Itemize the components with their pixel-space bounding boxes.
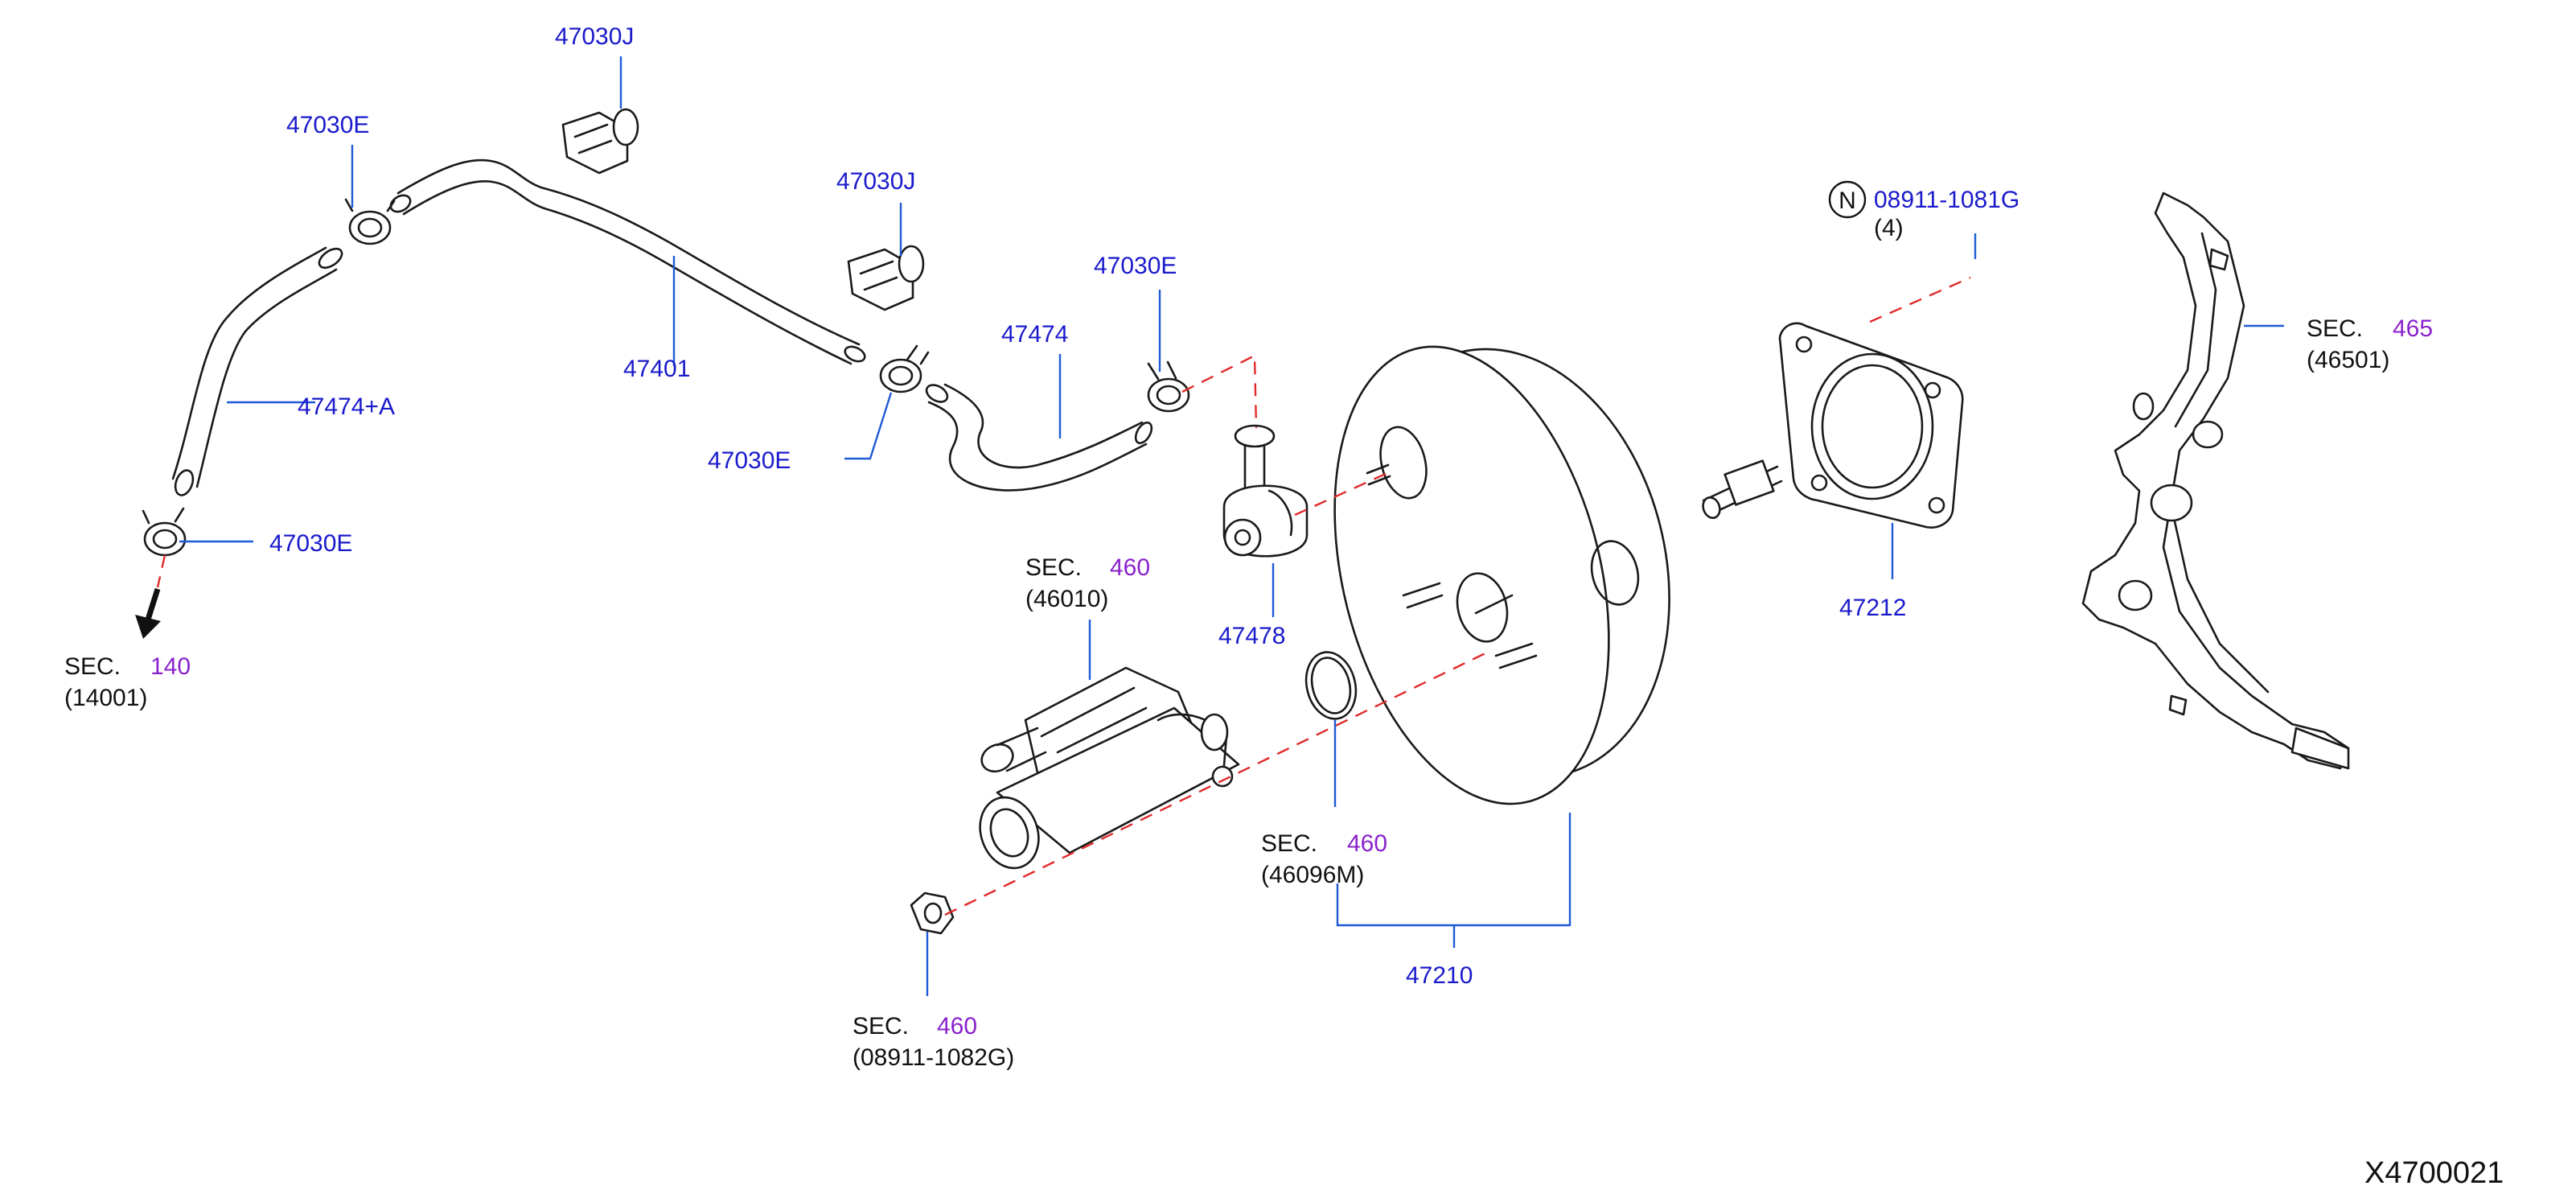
clip-47030j-top-drawing[interactable]: [561, 108, 639, 175]
part-label-47030j-top[interactable]: 47030J: [555, 23, 634, 50]
section-ref-460-oring[interactable]: SEC. 460 (46096M): [1261, 830, 1387, 888]
part-label-47030e-mid-right[interactable]: 47030E: [1094, 253, 1177, 279]
clip-47030j-mid-drawing[interactable]: [847, 245, 925, 311]
sec460-master-ref: (46010): [1025, 586, 1108, 612]
hose-47401-drawing[interactable]: [388, 159, 867, 365]
o-ring-drawing[interactable]: [1300, 647, 1363, 724]
diagram-code: X4700021: [2364, 1156, 2504, 1190]
sec140-label: SEC.: [64, 653, 121, 680]
part-label-47030e-upper-left[interactable]: 47030E: [286, 112, 369, 138]
valve-47478-drawing[interactable]: [1222, 424, 1309, 558]
clamp-47030e-lower-mid-drawing[interactable]: [879, 344, 930, 393]
brake-booster-47210-drawing[interactable]: [1291, 315, 1783, 833]
master-cylinder-drawing[interactable]: [971, 666, 1240, 876]
section-ref-140[interactable]: SEC. 140 (14001): [64, 653, 191, 711]
sec460-master-number: 460: [1110, 554, 1150, 581]
part-label-47401[interactable]: 47401: [623, 356, 690, 382]
section-ref-460-master[interactable]: SEC. 460 (46010): [1025, 554, 1150, 612]
part-label-47212[interactable]: 47212: [1839, 595, 1906, 621]
sec465-ref: (46501): [2307, 347, 2389, 373]
gasket-47212-drawing[interactable]: [1778, 322, 1964, 529]
part-label-47478[interactable]: 47478: [1218, 623, 1285, 649]
sec465-label: SEC.: [2307, 315, 2363, 342]
clamp-47030e-upper-left-drawing[interactable]: [344, 198, 396, 245]
clamp-47030e-mid-right-drawing[interactable]: [1147, 360, 1190, 413]
sec460-oring-ref: (46096M): [1261, 862, 1364, 888]
sec465-number: 465: [2393, 315, 2433, 342]
clamp-47030e-bottom-left-drawing[interactable]: [142, 507, 187, 557]
sec460-oring-label: SEC.: [1261, 830, 1317, 857]
part-label-47030e-lower-mid[interactable]: 47030E: [708, 447, 791, 474]
sec140-number: 140: [150, 653, 191, 680]
sec140-ref: (14001): [64, 685, 147, 711]
hose-47474a-drawing[interactable]: [171, 245, 345, 497]
sec460-nut-number: 460: [937, 1013, 977, 1040]
leader-lines: [179, 56, 2284, 996]
nut-drawing[interactable]: [910, 891, 955, 935]
section-ref-465[interactable]: SEC. 465 (46501): [2307, 315, 2433, 373]
sec460-oring-number: 460: [1347, 830, 1387, 857]
sec460-nut-ref: (08911-1082G): [853, 1044, 1014, 1071]
part-label-47210[interactable]: 47210: [1406, 962, 1473, 989]
nut-quantity: (4): [1874, 215, 1904, 241]
nut-badge-icon: [1828, 180, 1867, 219]
nut-badge-letter: N: [1839, 187, 1856, 214]
part-label-47030e-bottom-left[interactable]: 47030E: [269, 530, 352, 557]
section-ref-460-nut[interactable]: SEC. 460 (08911-1082G): [853, 1013, 1014, 1071]
part-label-47474a[interactable]: 47474+A: [298, 393, 395, 420]
pedal-bracket-drawing[interactable]: [2081, 191, 2350, 770]
hose-47474-drawing[interactable]: [923, 381, 1155, 492]
sec460-nut-label: SEC.: [853, 1013, 909, 1040]
assembly-guide-lines: [156, 276, 1971, 916]
sec460-master-label: SEC.: [1025, 554, 1082, 581]
part-label-08911-1081g[interactable]: 08911-1081G: [1874, 187, 2019, 213]
part-label-47474[interactable]: 47474: [1001, 321, 1068, 348]
part-label-47030j-mid[interactable]: 47030J: [836, 168, 915, 195]
arrow-down-icon: [135, 587, 161, 639]
